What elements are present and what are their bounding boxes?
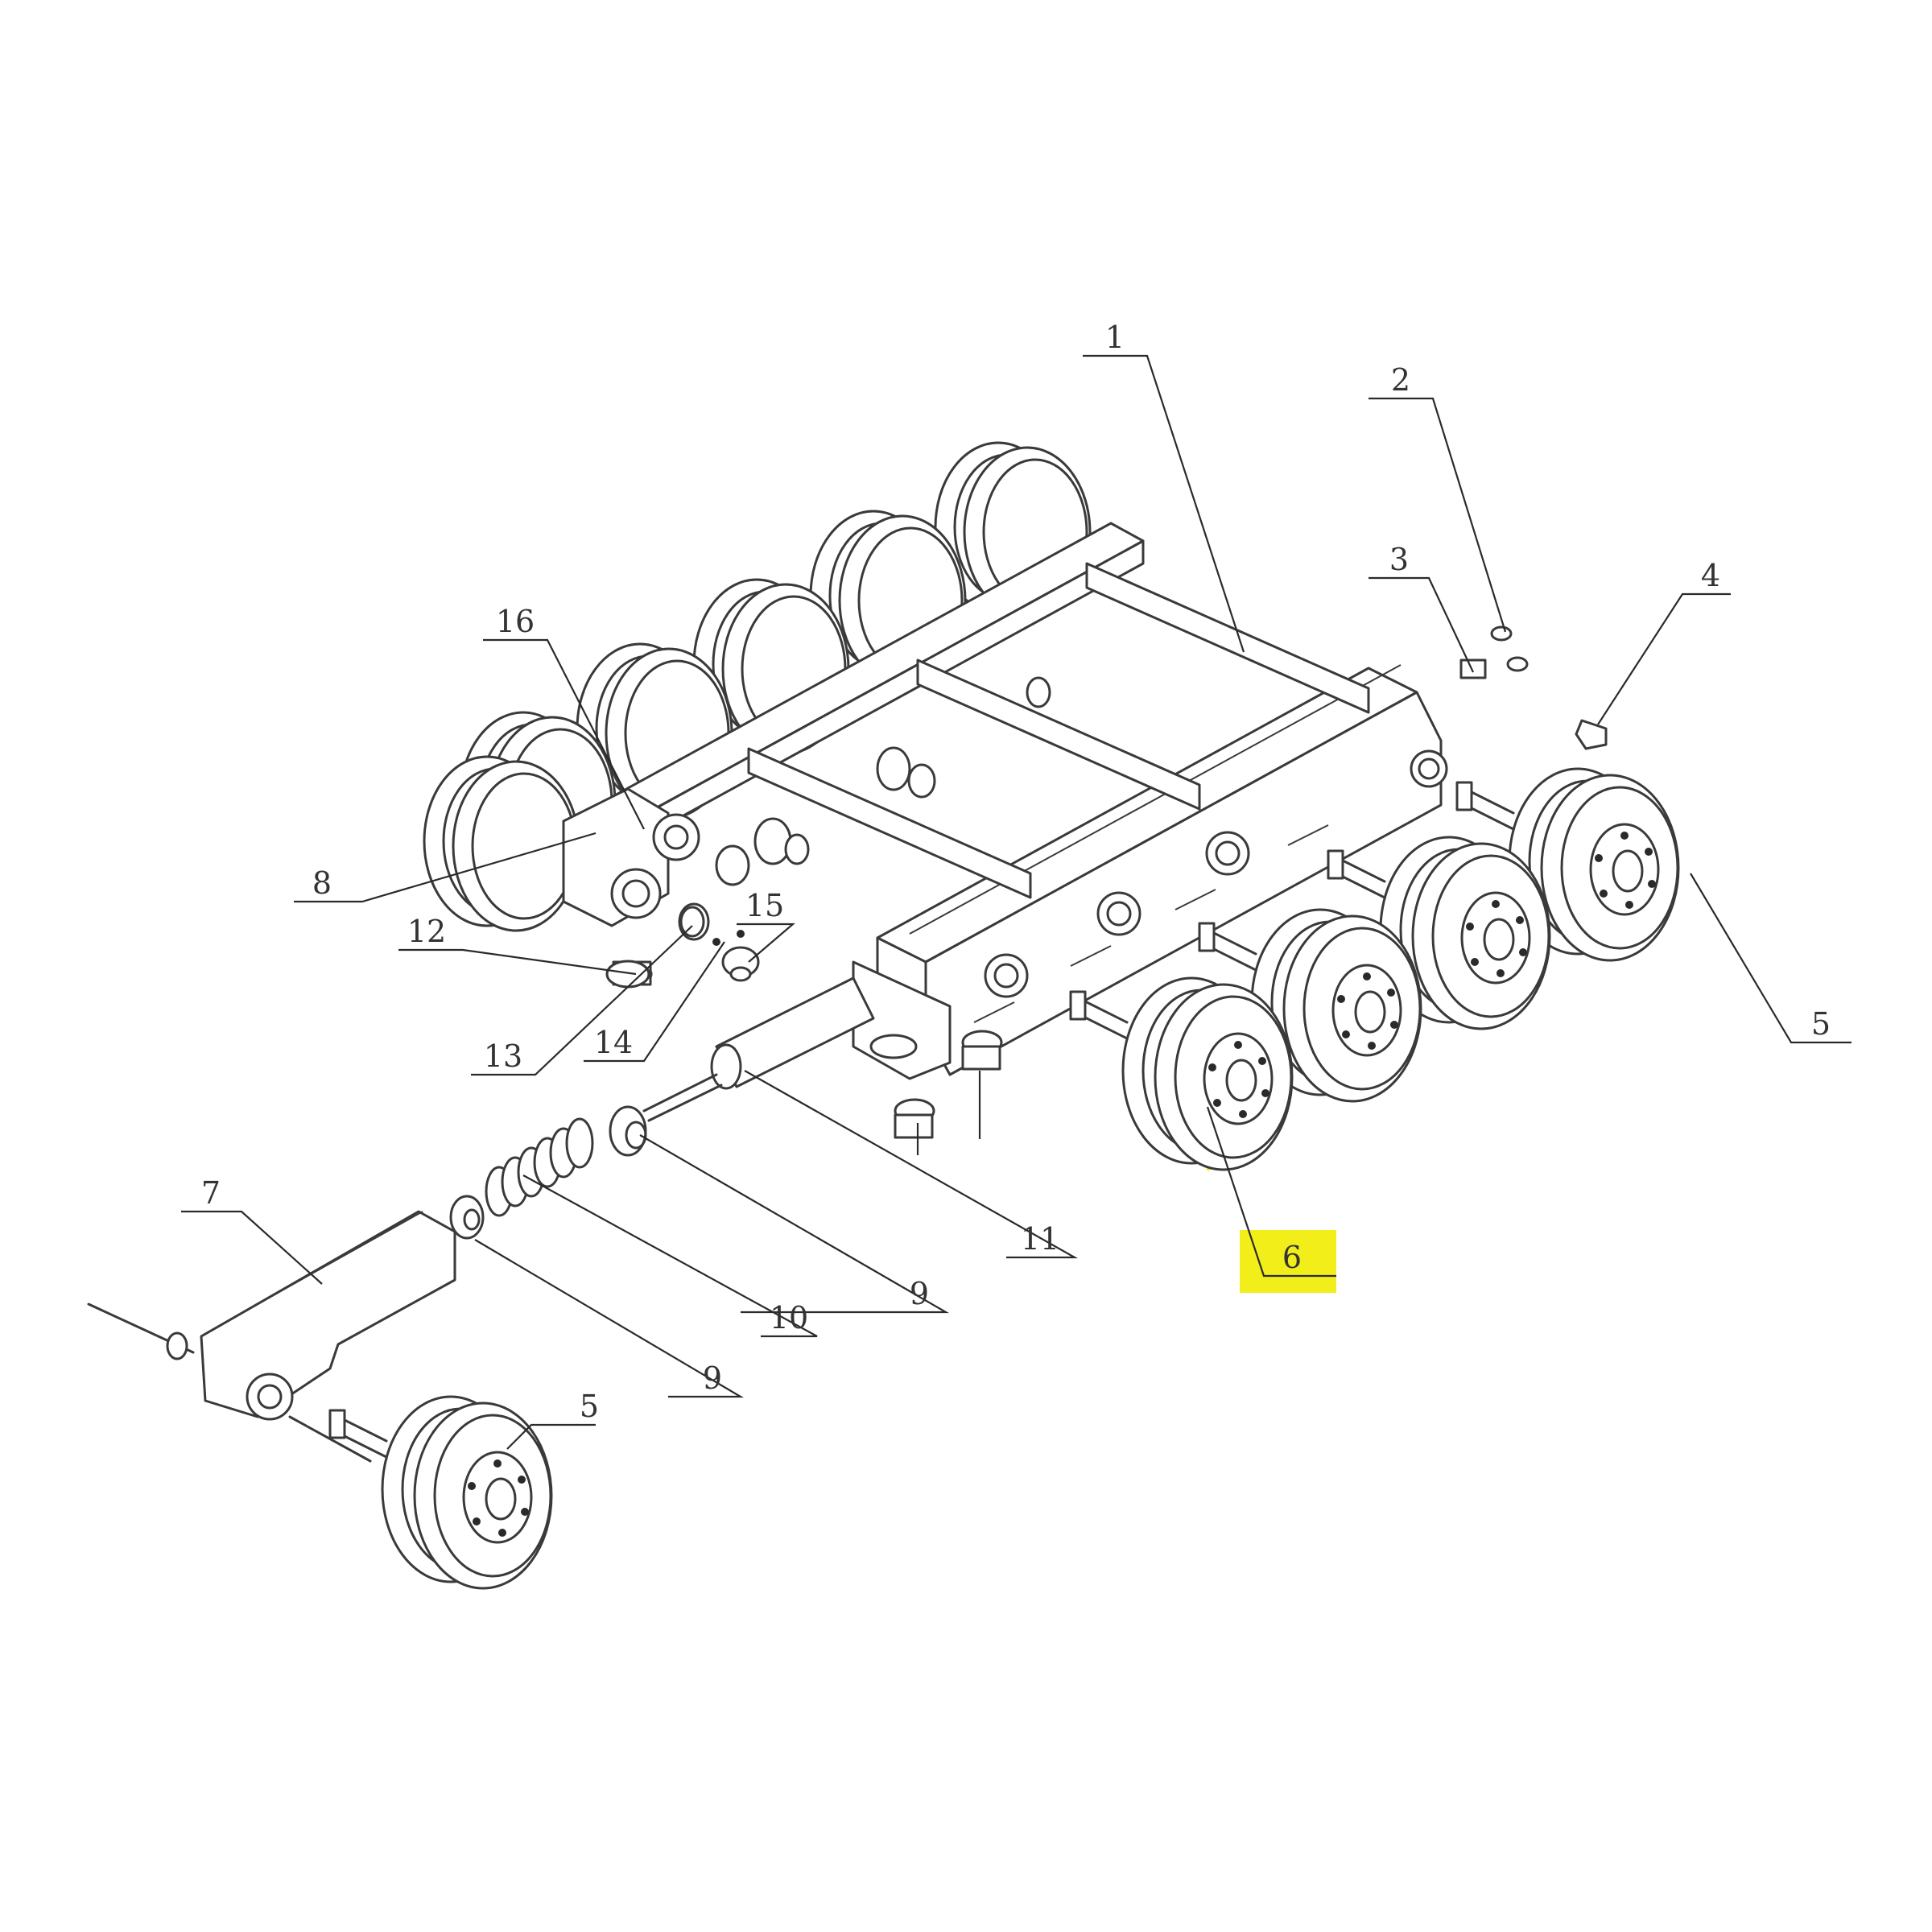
callout-3: 3 — [1389, 542, 1409, 577]
callout-6: 6 — [1282, 1240, 1302, 1275]
callout-7: 7 — [201, 1175, 221, 1211]
leader-lines — [181, 354, 1852, 1450]
rear-axle-housing — [562, 676, 1051, 1139]
callout-10: 10 — [770, 1300, 808, 1335]
callout-16: 16 — [496, 604, 535, 639]
front-idler-wheel — [328, 1395, 553, 1590]
callout-14: 14 — [594, 1025, 633, 1060]
hardware — [605, 625, 1608, 989]
callout-1: 1 — [1105, 320, 1125, 355]
spring — [485, 1117, 594, 1217]
callout-9-upper: 9 — [910, 1276, 929, 1311]
callout-15: 15 — [745, 888, 784, 923]
callout-11: 11 — [1021, 1221, 1059, 1257]
callout-5-right: 5 — [1811, 1006, 1831, 1042]
callout-13: 13 — [484, 1038, 522, 1074]
idler-arm — [87, 1210, 456, 1463]
main-frame — [610, 522, 1448, 1080]
callout-6-highlight — [1240, 1230, 1336, 1293]
callout-5-left: 5 — [580, 1389, 599, 1424]
callout-2: 2 — [1391, 362, 1410, 398]
tensioner-assembly — [449, 976, 875, 1240]
callout-labels: 1 2 3 4 5 5 6 7 8 9 9 10 11 12 13 14 15 … — [201, 320, 1831, 1424]
callout-9-lower: 9 — [703, 1360, 722, 1396]
callout-12: 12 — [407, 914, 446, 949]
callout-4: 4 — [1701, 558, 1720, 593]
callout-8: 8 — [312, 865, 332, 901]
